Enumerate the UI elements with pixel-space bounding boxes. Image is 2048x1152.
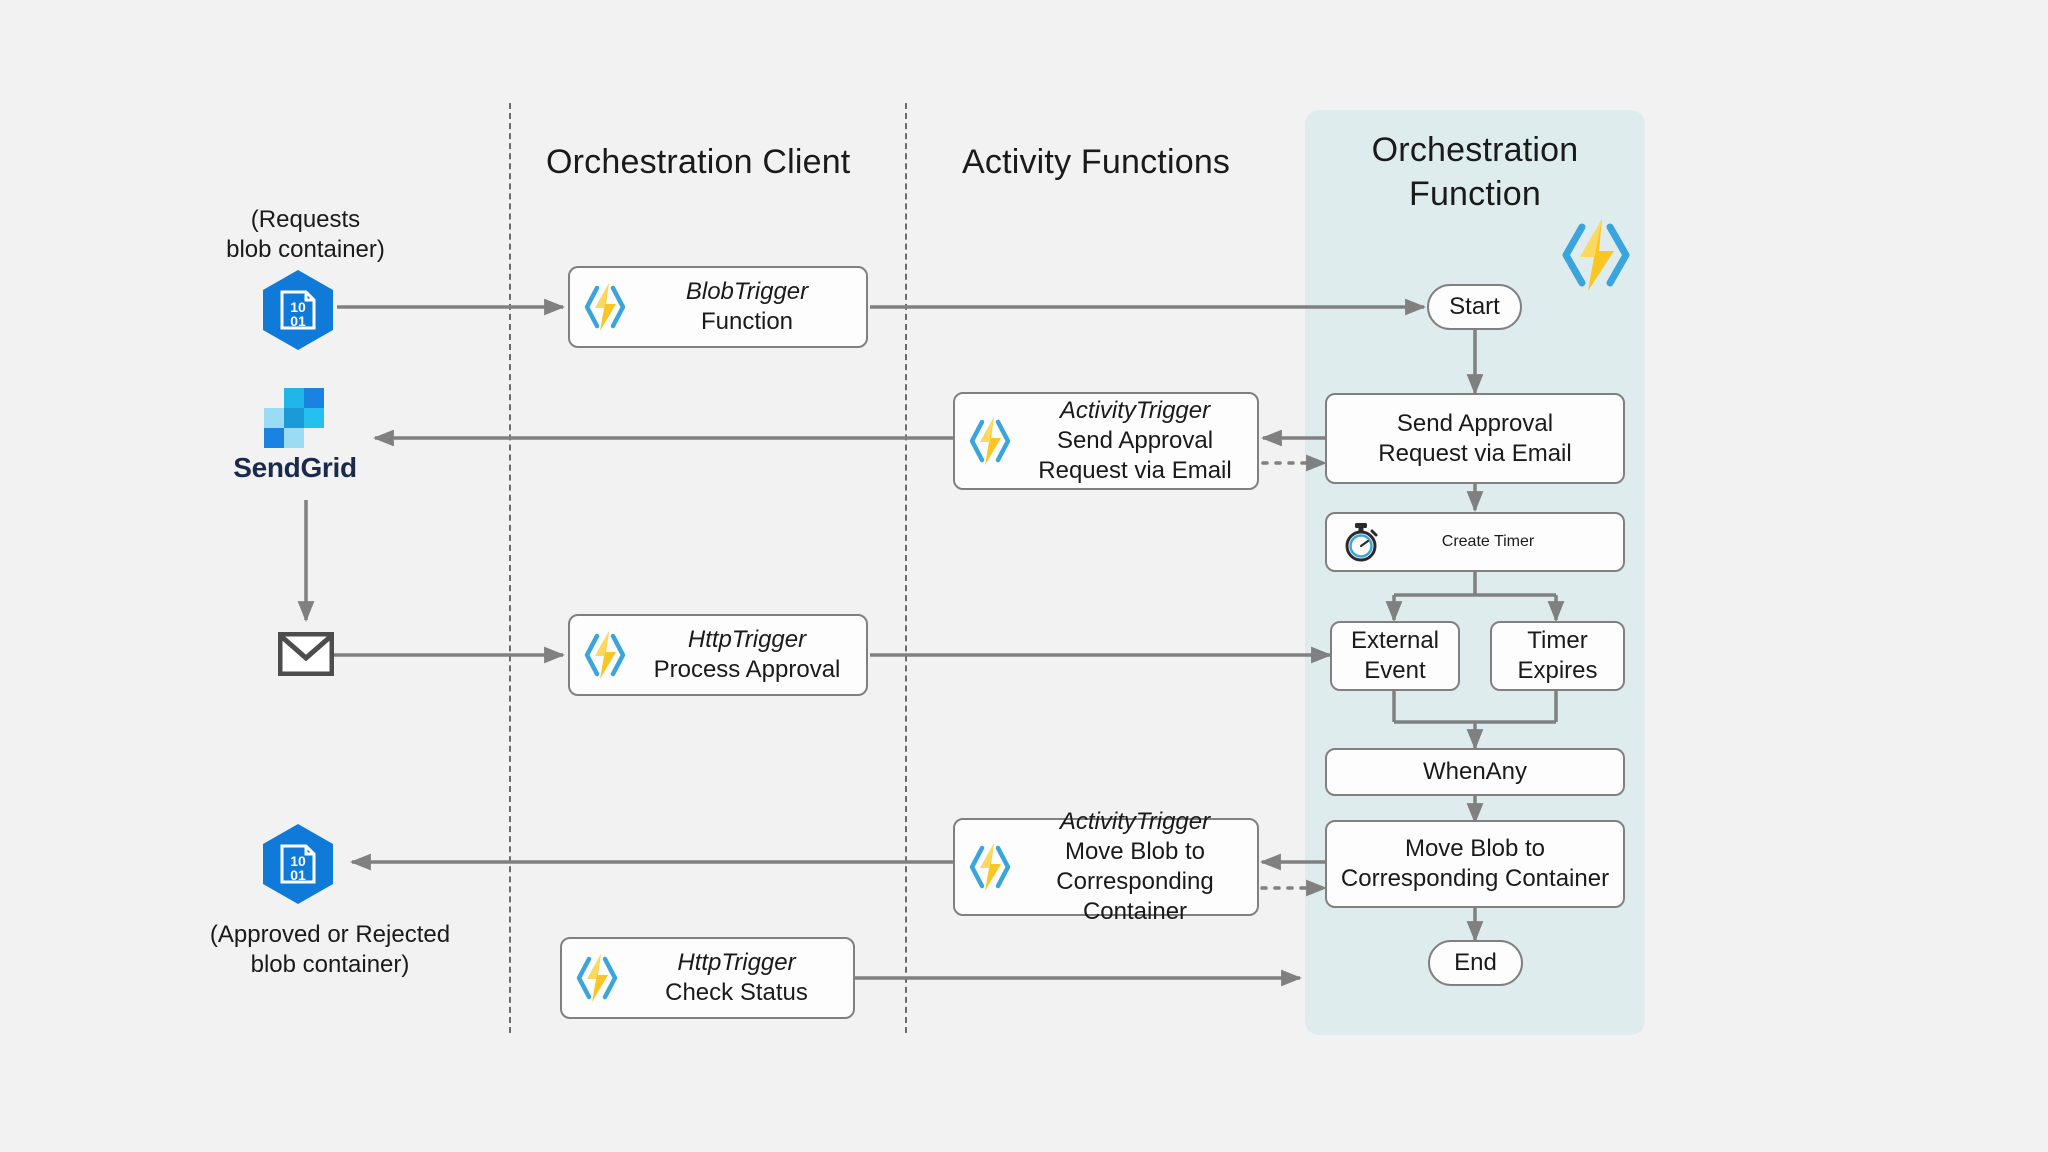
node-trigger-label: ActivityTrigger <box>1059 808 1211 835</box>
node-label: Start <box>1449 293 1500 320</box>
result-blob-caption: (Approved or Rejected blob container) <box>209 921 451 978</box>
node-start[interactable]: Start <box>1427 284 1522 330</box>
sendgrid-wordmark: SendGrid <box>233 452 357 483</box>
lane-title-activity-functions: Activity Functions <box>962 143 1231 181</box>
node-create-timer[interactable]: Create Timer <box>1325 512 1625 572</box>
azure-functions-icon <box>584 283 626 331</box>
node-name-label: Check Status <box>665 979 808 1006</box>
svg-text:01: 01 <box>290 867 306 883</box>
node-label: ActivityTrigger Move Blob to Correspondi… <box>1023 807 1257 927</box>
node-external-event[interactable]: External Event <box>1330 621 1460 691</box>
node-name-label: Move Blob to Corresponding Container <box>1056 838 1214 925</box>
node-when-any[interactable]: WhenAny <box>1325 748 1625 796</box>
node-label: Timer Expires <box>1517 627 1598 684</box>
stopwatch-icon <box>1345 523 1378 562</box>
node-activity-move-blob[interactable]: ActivityTrigger Move Blob to Correspondi… <box>953 808 1259 925</box>
node-name-label: Process Approval <box>653 656 841 683</box>
node-trigger-label: BlobTrigger <box>685 278 809 305</box>
node-label: HttpTrigger Process Approval <box>638 625 866 685</box>
azure-blob-icon-result: 10 01 <box>263 824 333 904</box>
node-http-trigger-process-approval[interactable]: HttpTrigger Process Approval <box>568 614 868 696</box>
azure-functions-icon <box>576 954 618 1002</box>
node-label: Move Blob to Corresponding Container <box>1340 835 1610 892</box>
node-label: End <box>1454 949 1497 976</box>
azure-functions-icon <box>1562 219 1630 291</box>
azure-functions-icon <box>584 631 626 679</box>
node-name-label: Function <box>700 308 794 335</box>
node-blob-trigger-function[interactable]: BlobTrigger Function <box>568 266 868 348</box>
svg-text:10: 10 <box>290 299 306 315</box>
node-label: Send Approval Request via Email <box>1378 409 1572 467</box>
node-label: HttpTrigger Check Status <box>630 948 853 1008</box>
node-trigger-label: HttpTrigger <box>677 949 796 976</box>
node-http-trigger-check-status[interactable]: HttpTrigger Check Status <box>560 937 855 1019</box>
node-label: External Event <box>1350 627 1440 684</box>
svg-text:10: 10 <box>290 853 306 869</box>
node-trigger-label: ActivityTrigger <box>1059 397 1211 424</box>
svg-text:01: 01 <box>290 313 306 329</box>
sendgrid-logo <box>264 388 324 448</box>
envelope-icon <box>278 632 334 676</box>
node-end[interactable]: End <box>1428 940 1523 986</box>
node-send-approval[interactable]: Send Approval Request via Email <box>1325 393 1625 484</box>
node-name-label: Send Approval Request via Email <box>1038 427 1232 484</box>
orchestration-function-panel-title: Orchestration Function <box>1371 131 1579 213</box>
node-trigger-label: HttpTrigger <box>687 626 807 653</box>
node-label: Create Timer <box>1441 533 1535 550</box>
lane-divider-activity <box>905 103 907 1033</box>
node-label: WhenAny <box>1422 758 1528 785</box>
node-label: BlobTrigger Function <box>638 277 866 337</box>
azure-functions-icon <box>969 843 1011 891</box>
node-move-blob[interactable]: Move Blob to Corresponding Container <box>1325 820 1625 908</box>
lane-title-orchestration-client: Orchestration Client <box>546 143 851 181</box>
source-blob-caption: (Requests blob container) <box>226 206 385 263</box>
node-label: ActivityTrigger Send Approval Request vi… <box>1023 396 1257 486</box>
azure-blob-icon: 10 01 <box>263 270 333 350</box>
node-activity-send-approval[interactable]: ActivityTrigger Send Approval Request vi… <box>953 392 1259 490</box>
node-timer-expires[interactable]: Timer Expires <box>1490 621 1625 691</box>
lane-divider-client <box>509 103 511 1033</box>
azure-functions-icon <box>969 417 1011 465</box>
